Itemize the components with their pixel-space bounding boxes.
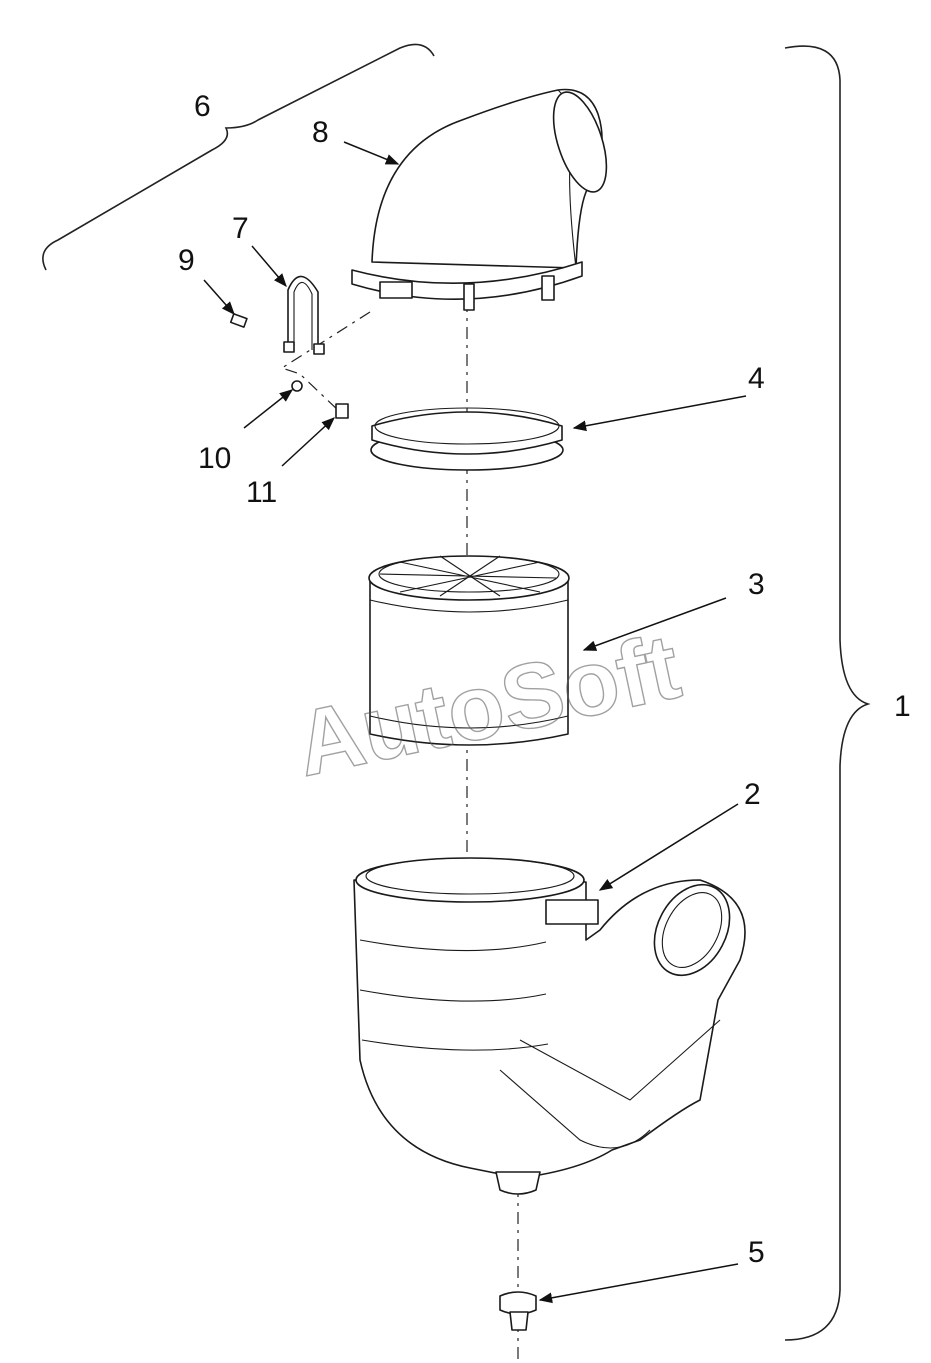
callout-8: 8 <box>312 116 329 149</box>
pin-part-9 <box>229 313 248 328</box>
callout-10: 10 <box>198 442 231 475</box>
housing-body-part-2 <box>353 857 746 1195</box>
leader-line-9 <box>203 279 235 316</box>
cover-gasket-part-4 <box>370 407 564 471</box>
u-bolt-part-7 <box>283 275 325 355</box>
leader-line-3 <box>582 597 727 651</box>
callout-11: 11 <box>246 476 277 509</box>
clamp-hardware-centerline <box>280 311 371 413</box>
callout-5: 5 <box>748 1236 765 1269</box>
brace-subassembly-6 <box>42 43 435 271</box>
inlet-hood-part-8 <box>351 88 608 311</box>
leader-line-7 <box>251 245 287 288</box>
leader-line-11 <box>281 417 335 467</box>
callout-4: 4 <box>748 362 765 395</box>
callout-6: 6 <box>194 90 211 123</box>
callout-7: 7 <box>232 212 249 245</box>
brace-assembly-1 <box>784 45 871 1341</box>
washer-part-10 <box>291 380 303 392</box>
leader-line-8 <box>343 141 400 165</box>
leader-line-4 <box>572 395 747 432</box>
callout-3: 3 <box>748 568 765 601</box>
callout-2: 2 <box>744 778 761 811</box>
leader-line-5 <box>538 1263 739 1304</box>
filter-element-part-3 <box>368 555 570 746</box>
leader-line-10 <box>243 389 294 429</box>
callout-9: 9 <box>178 244 195 277</box>
leader-line-2 <box>598 803 739 891</box>
nut-part-11 <box>335 403 349 419</box>
drain-valve-part-5 <box>499 1291 537 1331</box>
callout-1: 1 <box>894 690 911 723</box>
